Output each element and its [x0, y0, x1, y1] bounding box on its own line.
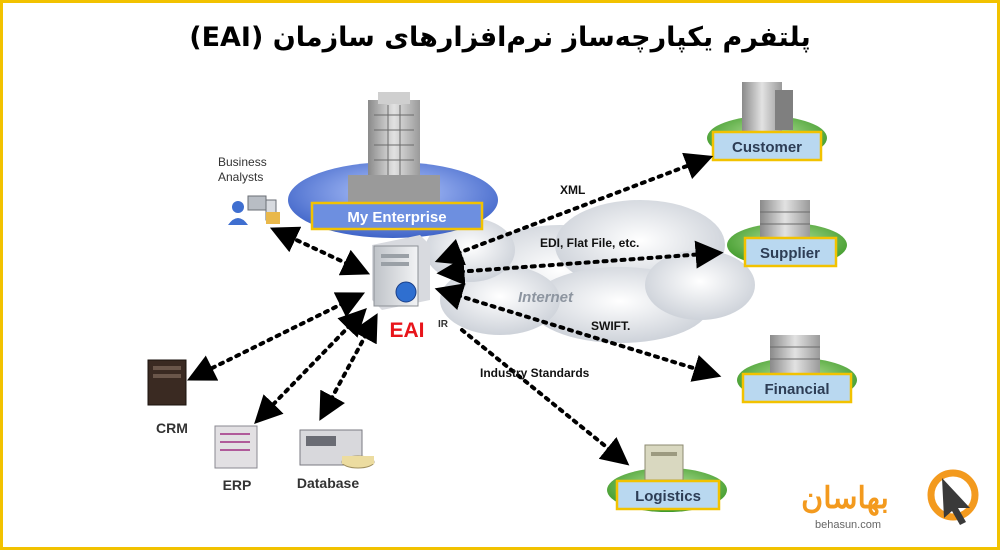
erp-label: ERP: [223, 477, 252, 493]
financial-label: Financial: [764, 381, 829, 398]
arrow-crm: [186, 292, 366, 381]
logistics-node: Logistics: [607, 444, 727, 512]
crm-label: CRM: [156, 420, 188, 436]
internet-label: Internet: [518, 289, 574, 306]
logistics-server-icon: [644, 444, 684, 481]
erp-server-icon: [214, 425, 258, 469]
enterprise-node: My Enterprise: [288, 92, 498, 238]
supplier-building-icon: [760, 200, 810, 240]
logistics-label: Logistics: [635, 488, 701, 505]
supplier-node: Supplier: [727, 200, 847, 268]
link-label-edi: EDI, Flat File, etc.: [540, 236, 639, 250]
business-analysts-line1: Business: [218, 155, 267, 169]
customer-label: Customer: [732, 139, 802, 156]
cursor-icon: [942, 478, 970, 525]
database-icon: [299, 429, 375, 469]
database-label: Database: [297, 475, 359, 491]
financial-node: Financial: [737, 335, 857, 404]
link-label-swift: SWIFT.: [591, 319, 630, 333]
business-analysts-icon: [228, 195, 280, 225]
business-analysts-line2: Analysts: [218, 170, 263, 184]
crm-server-icon: [147, 359, 187, 406]
customer-node: Customer: [707, 82, 827, 162]
brand-name: بهاسان: [801, 482, 889, 516]
supplier-label: Supplier: [760, 245, 820, 262]
connection-arrows: [186, 152, 724, 466]
arrow-logistics: [460, 328, 630, 466]
page-title: پلتفرم یکپارچه‌ساز نرم‌افزارهای سازمان (…: [189, 22, 811, 53]
link-label-ir: IR: [438, 319, 449, 330]
brand-url: behasun.com: [815, 519, 881, 531]
arrow-business-analysts: [269, 226, 371, 276]
eai-label: EAI: [389, 319, 424, 342]
enterprise-building-icon: [348, 92, 440, 205]
brand-logo: [927, 469, 979, 525]
eai-server-icon: [372, 235, 430, 310]
enterprise-label: My Enterprise: [347, 209, 446, 226]
customer-building-icon: [742, 82, 793, 132]
arrow-database: [319, 313, 378, 421]
financial-building-icon: [770, 335, 820, 375]
link-label-xml: XML: [560, 183, 585, 197]
arrow-supplier: [436, 240, 724, 286]
link-label-industry: Industry Standards: [480, 366, 590, 380]
arrow-financial: [434, 283, 722, 382]
